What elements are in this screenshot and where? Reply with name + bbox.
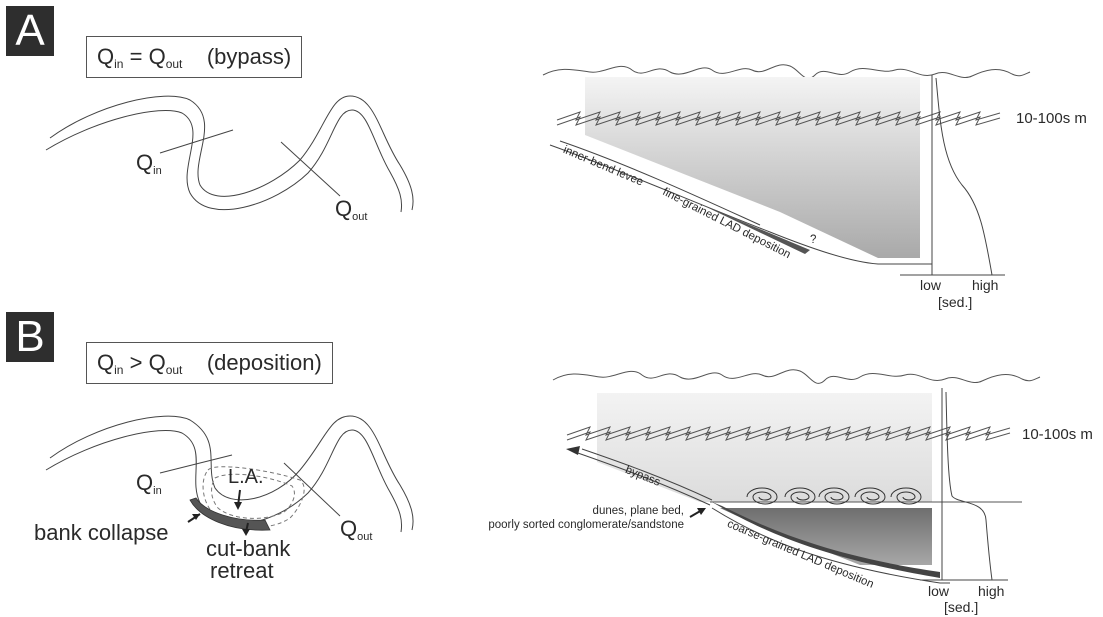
concentration-profile-b <box>945 391 993 581</box>
lateral-accretion-zone-inner <box>211 473 295 519</box>
eq-sub-out-b: out <box>165 363 183 377</box>
turbulence-spirals <box>746 487 922 505</box>
panel-b-equation-box: Qin > Qout (deposition) <box>86 342 333 384</box>
bypass-arrowhead <box>566 446 580 455</box>
collapse-arrowhead <box>192 514 200 520</box>
scale-label-a: 10-100s m <box>1016 110 1087 127</box>
q-in-label-a: Qin <box>136 150 162 177</box>
water-surface-b <box>552 369 1041 384</box>
q-out-sub-b: out <box>357 531 373 543</box>
dunes-label: dunes, plane bed, <box>514 505 684 518</box>
retreat-arrowhead <box>242 529 250 536</box>
dunes-arrowhead <box>697 508 706 515</box>
eq-note-b: (deposition) <box>206 350 322 375</box>
cut-bank-line1: cut-bank <box>206 536 291 561</box>
eq-q-in-b: Q <box>97 350 115 375</box>
panel-b-channel-planform <box>45 415 414 533</box>
q-in-label-b: Qin <box>136 470 162 497</box>
zigzag-a-2 <box>556 116 1001 126</box>
panel-a-equation-box: Qin = Qout (bypass) <box>86 36 303 78</box>
q-out-q: Q <box>335 196 353 221</box>
q-in-sub-b: in <box>153 485 162 497</box>
bypass-surface <box>574 451 711 506</box>
q-out-q-b: Q <box>340 516 358 541</box>
q-out-leader-b <box>283 462 341 517</box>
axis-low-a: low <box>920 277 942 293</box>
bank-profile-a <box>549 144 932 265</box>
axis-unit-b: [sed.] <box>944 599 979 615</box>
eq-operator: = <box>129 44 143 69</box>
levee-line-a <box>559 140 761 226</box>
panel-b-cross-section <box>552 369 1041 584</box>
water-surface-a <box>542 64 1031 79</box>
q-in-sub: in <box>153 165 162 177</box>
axis-unit-a: [sed.] <box>938 294 973 310</box>
q-out-sub: out <box>352 211 368 223</box>
cut-bank-line2: retreat <box>210 558 274 583</box>
zigzag-b-1 <box>566 426 1011 436</box>
q-out-leader-a <box>280 141 341 197</box>
q-in-leader-b <box>159 454 233 474</box>
panel-a-cross-section <box>542 64 1031 276</box>
q-in-q-b: Q <box>136 470 154 495</box>
flow-fill-b-lower <box>720 508 932 565</box>
eq-sub-in: in <box>114 57 124 71</box>
cut-bank-collapse <box>189 497 271 531</box>
la-label: L.A. <box>228 466 264 488</box>
panel-a-channel-planform <box>45 95 414 213</box>
concentration-profile-a <box>935 77 993 276</box>
flow-fill-b-upper <box>597 393 932 502</box>
la-arrowhead <box>234 502 242 510</box>
bypass-upper-line <box>581 448 713 501</box>
cut-bank-retreat-label: cut-bank retreat <box>206 538 290 582</box>
eq-q-out-b: Q <box>148 350 166 375</box>
dunes-line1: dunes, plane bed, <box>592 505 684 517</box>
eq-note: (bypass) <box>206 44 292 69</box>
zigzag-b-2 <box>566 431 1011 441</box>
q-in-q: Q <box>136 150 154 175</box>
flow-fill-a <box>585 77 920 258</box>
q-out-label-b: Qout <box>340 516 372 543</box>
eq-q-in: Q <box>97 44 115 69</box>
eq-sub-in-b: in <box>114 363 124 377</box>
dunes-label-2: poorly sorted conglomerate/sandstone <box>488 519 684 531</box>
axis-low-b: low <box>928 583 950 599</box>
q-in-leader-a <box>159 129 234 154</box>
panel-b-badge: B <box>6 312 54 362</box>
coarse-lad-wedge <box>712 502 940 578</box>
bank-collapse-label: bank collapse <box>34 520 169 545</box>
scale-label-b: 10-100s m <box>1022 426 1093 443</box>
zigzag-a-1 <box>556 111 1001 121</box>
eq-operator-b: > <box>129 350 143 375</box>
q-out-label-a: Qout <box>335 196 367 223</box>
eq-q-out: Q <box>148 44 166 69</box>
axis-high-a: high <box>972 277 999 293</box>
lad-wedge-a <box>700 204 810 254</box>
query-mark: ? <box>810 234 817 246</box>
axis-high-b: high <box>978 583 1005 599</box>
bank-profile-b <box>711 507 950 584</box>
eq-sub-out: out <box>165 57 183 71</box>
panel-a-badge: A <box>6 6 54 56</box>
